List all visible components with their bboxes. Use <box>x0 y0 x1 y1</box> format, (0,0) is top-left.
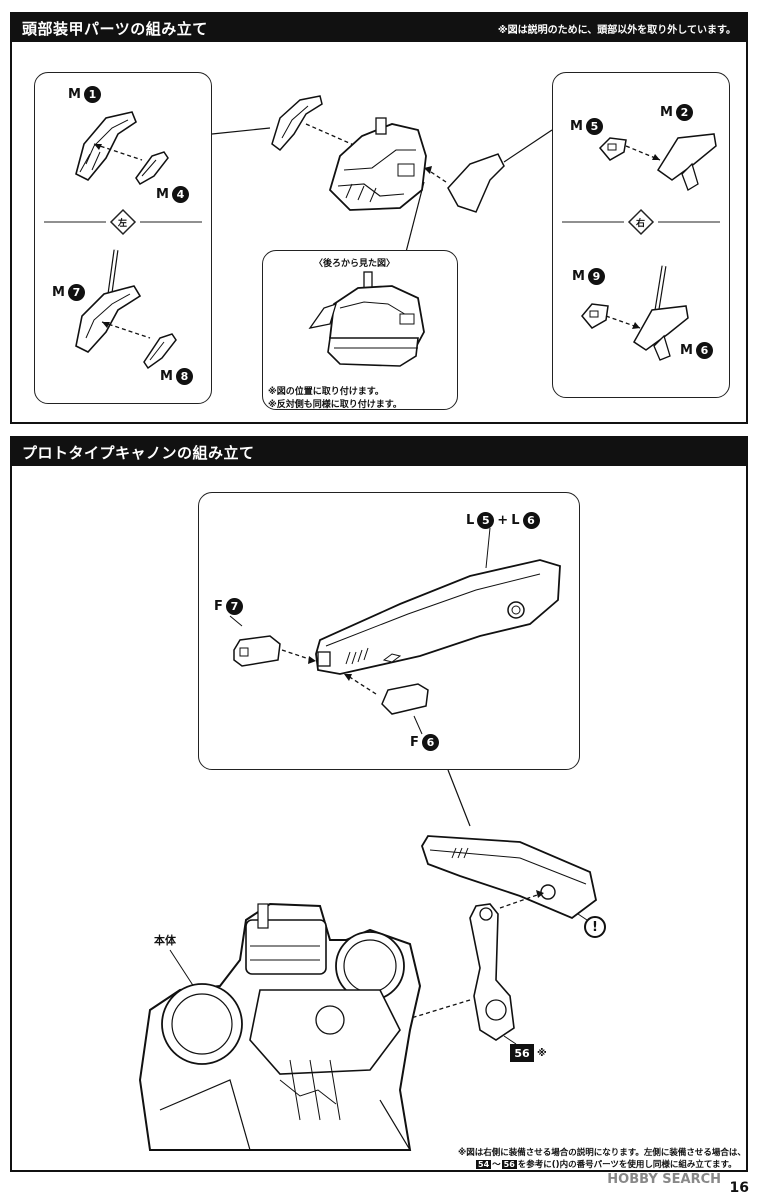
left-divider-mark: 左 <box>118 219 128 229</box>
head-assembly-drawing <box>211 95 553 253</box>
part-label-56: 56 ※ <box>510 1044 547 1062</box>
left-dashed-arrow-1 <box>93 143 143 161</box>
caution-icon: ! <box>584 916 606 938</box>
back-view-note-1: ※図の位置に取り付けます。 <box>268 387 384 397</box>
section1-title: 頭部装甲パーツの組み立て <box>22 20 208 38</box>
section2-title: プロトタイプキャノンの組み立て <box>22 444 255 462</box>
part-m9-drawing <box>581 303 609 329</box>
right-dashed-arrow-1 <box>625 145 661 161</box>
part-m1-drawing <box>75 111 137 182</box>
part-m5-drawing <box>598 137 627 161</box>
part-m7-drawing <box>75 249 142 353</box>
left-box-divider <box>44 208 202 236</box>
back-view-note-2: ※反対側も同様に取り付けます。 <box>268 400 402 410</box>
section1-header: 頭部装甲パーツの組み立て ※図は説明のために、頭部以外を取り外しています。 <box>12 14 746 42</box>
right-divider-mark: 右 <box>636 219 646 229</box>
part-m2-drawing <box>656 133 717 191</box>
right-box-divider <box>562 208 720 236</box>
footnote-line-2: 54 〜 56 を参考に()内の番号パーツを使用し同様に組み立てます。 <box>476 1159 737 1170</box>
back-view-caption: 〈後ろから見た図〉 <box>314 259 396 269</box>
back-view-drawing <box>308 271 425 367</box>
watermark: HOBBY SEARCH <box>607 1172 721 1187</box>
part-m6-drawing <box>633 265 689 361</box>
right-dashed-arrow-2 <box>605 315 641 329</box>
section1-note: ※図は説明のために、頭部以外を取り外しています。 <box>497 25 736 36</box>
page-number: 16 <box>729 1180 749 1196</box>
section2-header: プロトタイプキャノンの組み立て <box>12 438 746 466</box>
footnote-line-1: ※図は右側に装備させる場合の説明になります。左側に装備させる場合は、 <box>458 1148 746 1158</box>
part-m8-drawing <box>143 333 177 370</box>
left-dashed-arrow-2 <box>101 321 151 339</box>
part-m4-drawing <box>135 151 169 185</box>
body-label: 本体 <box>154 934 176 947</box>
